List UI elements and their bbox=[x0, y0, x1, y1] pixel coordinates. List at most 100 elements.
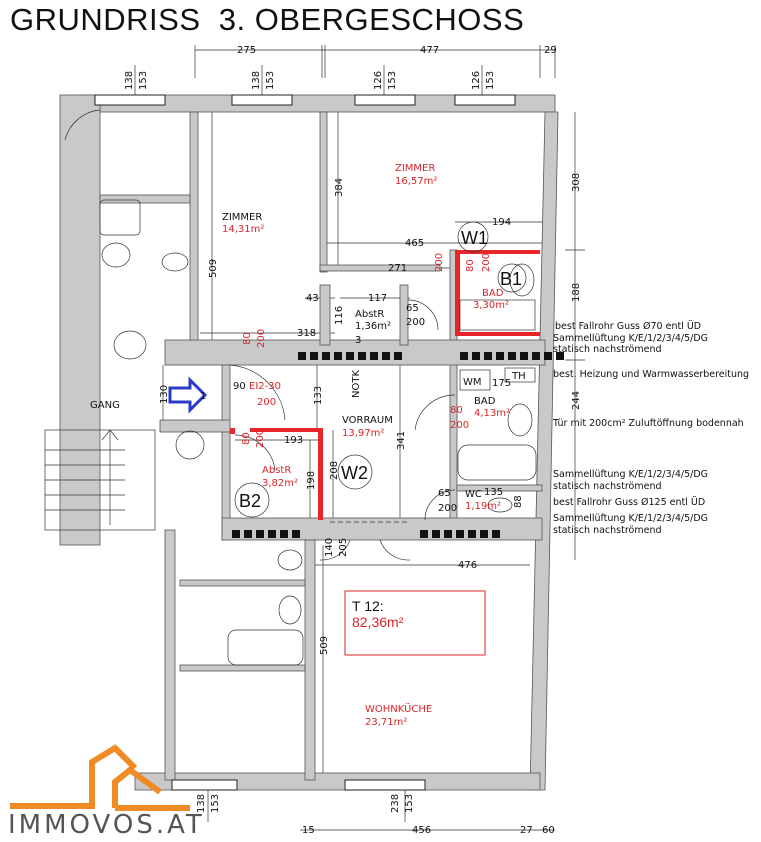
dimension-label: 271 bbox=[388, 263, 407, 274]
vent-square-icon bbox=[492, 530, 500, 538]
note: statisch nachströmend bbox=[553, 481, 662, 492]
dimension-label: 509 bbox=[319, 636, 330, 655]
vent-square-icon bbox=[484, 352, 492, 360]
door-height: 200 bbox=[438, 503, 457, 514]
dimension-label: 175 bbox=[492, 378, 511, 389]
dimension-label: 193 bbox=[284, 435, 303, 446]
door-swing bbox=[319, 539, 411, 561]
vent-square-icon bbox=[322, 352, 330, 360]
vent-square-icon bbox=[472, 352, 480, 360]
vent-square-icon bbox=[432, 530, 440, 538]
note: Sammellüftung K/E/1/2/3/4/5/DG bbox=[553, 333, 708, 344]
room-area: 13,97m² bbox=[342, 428, 384, 439]
vent-square-icon bbox=[544, 352, 552, 360]
room-area: 1,19m² bbox=[465, 501, 501, 512]
dimension-label: 138 bbox=[196, 794, 207, 813]
sink-icon bbox=[101, 242, 131, 268]
dimension-label: 384 bbox=[334, 178, 345, 197]
fire-walls bbox=[230, 250, 540, 520]
dimension-label: 153 bbox=[210, 794, 221, 813]
dimension-label: 194 bbox=[492, 217, 511, 228]
door-swing bbox=[407, 299, 439, 331]
note: statisch nachströmend bbox=[553, 344, 662, 355]
unit-area: 82,36m² bbox=[352, 614, 404, 630]
dimension-label: 153 bbox=[485, 71, 496, 90]
dimension-labels: 275 477 29 138 153 138 153 126 153 126 1… bbox=[124, 45, 582, 836]
vent-square-icon bbox=[508, 352, 516, 360]
vent-square-icon bbox=[556, 352, 564, 360]
note: statisch nachströmend bbox=[553, 525, 662, 536]
dimension-label: 318 bbox=[297, 328, 316, 339]
plan-title: GRUNDRISS 3. OBERGESCHOSS bbox=[10, 2, 525, 37]
room-name: AbstR bbox=[262, 465, 291, 476]
dimension-label: 140 bbox=[324, 538, 335, 557]
dimension-label: 465 bbox=[405, 238, 424, 249]
logo-text: IMMOVOS.AT bbox=[8, 810, 205, 840]
dimension-label: 188 bbox=[571, 283, 582, 302]
door-height: 200 bbox=[257, 397, 276, 408]
bathtub-icon bbox=[99, 199, 141, 236]
vent-square-icon bbox=[358, 352, 366, 360]
door-width: 80 bbox=[242, 332, 253, 345]
door-width: 80 bbox=[241, 432, 252, 445]
door-width: 80 bbox=[450, 405, 463, 416]
dimension-label: 341 bbox=[396, 431, 407, 450]
dimension-label: 153 bbox=[387, 71, 398, 90]
sink-icon bbox=[507, 403, 533, 437]
marker-b2: B2 bbox=[239, 491, 261, 511]
vent-square-icon bbox=[496, 352, 504, 360]
vent-square-icon bbox=[346, 352, 354, 360]
toilet-icon bbox=[113, 330, 147, 360]
door-labels: 80 200 90 EI2-30 200 80 200 65 200 200 8… bbox=[233, 253, 492, 514]
toilet-icon bbox=[487, 497, 513, 513]
note: Sammellüftung K/E/1/2/3/4/5/DG bbox=[553, 513, 708, 524]
marker-w2: W2 bbox=[341, 463, 368, 483]
room-name: ZIMMER bbox=[222, 212, 262, 223]
dimension-label: 126 bbox=[373, 71, 384, 90]
vent-square-icon bbox=[532, 352, 540, 360]
room-area: 16,57m² bbox=[395, 176, 437, 187]
room-name: WOHNKÜCHE bbox=[365, 702, 432, 715]
room-name: WC bbox=[465, 489, 482, 500]
staircase bbox=[44, 429, 156, 531]
bathtub-icon bbox=[227, 629, 304, 666]
dimension-label: 205 bbox=[338, 538, 349, 557]
corridor-label: GANG bbox=[90, 400, 120, 411]
room-name: ZIMMER bbox=[395, 163, 435, 174]
room-name: AbstR bbox=[355, 309, 384, 320]
door-width: 90 bbox=[233, 381, 246, 392]
immovos-logo bbox=[10, 744, 190, 811]
annotations: best Fallrohr Guss Ø70 entl ÜD Sammellüf… bbox=[552, 321, 749, 536]
vent-square-icon bbox=[520, 352, 528, 360]
markers: W1 W2 B1 B2 1 GANG NOTK WM TH bbox=[90, 221, 527, 518]
vent-square-icon bbox=[468, 530, 476, 538]
vent-square-icon bbox=[420, 530, 428, 538]
boiler bbox=[504, 367, 536, 383]
dimension-label: 60 bbox=[542, 825, 555, 836]
marker-b1: B1 bbox=[500, 269, 522, 289]
dimension-label: 117 bbox=[368, 293, 387, 304]
door-width: 65 bbox=[438, 488, 451, 499]
unit-name: T 12: bbox=[352, 598, 384, 614]
vent-square-icon bbox=[370, 352, 378, 360]
dimension-label: 238 bbox=[390, 794, 401, 813]
dimension-label: 153 bbox=[138, 71, 149, 90]
unit-summary-box: T 12: 82,36m² bbox=[344, 590, 486, 656]
vent-square-icon bbox=[280, 530, 288, 538]
dimension-label: 456 bbox=[412, 825, 431, 836]
room-name: BAD bbox=[474, 396, 496, 407]
dimension-label: 27 bbox=[520, 825, 533, 836]
dimension-label: 308 bbox=[571, 173, 582, 192]
dimension-label: 198 bbox=[306, 471, 317, 490]
dimension-label: 138 bbox=[124, 71, 135, 90]
dimension-label: 153 bbox=[265, 71, 276, 90]
marker-w1: W1 bbox=[461, 228, 488, 248]
dimension-label: 208 bbox=[329, 461, 340, 480]
vent-square-icon bbox=[456, 530, 464, 538]
door-height: 200 bbox=[256, 329, 267, 348]
entrance-arrow-icon bbox=[168, 376, 208, 414]
room-area: 23,71m² bbox=[365, 717, 407, 728]
dimension-label: 477 bbox=[420, 45, 439, 56]
dimension-label: 476 bbox=[458, 560, 477, 571]
